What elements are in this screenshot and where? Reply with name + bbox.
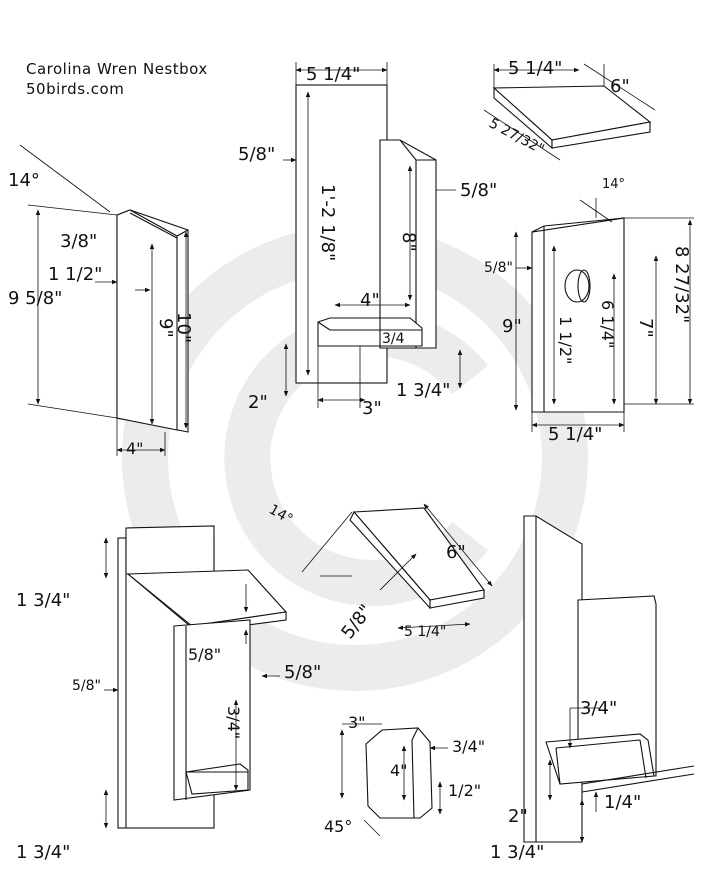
side-back-height-label: 9 5/8" — [8, 288, 62, 309]
back-floor-width-label: 4" — [360, 290, 380, 311]
side-depth-label: 4" — [126, 439, 144, 458]
side-hole-offset-label: 1 1/2" — [48, 264, 102, 285]
front-bottom-height-label: 9" — [502, 316, 522, 337]
assembled-roof-thickness-label: 5/8" — [188, 645, 221, 664]
roof-width-label: 5 1/4" — [508, 58, 562, 79]
back-length-label: 1'-2 1/8" — [317, 184, 338, 261]
back-piece-view — [283, 62, 463, 408]
roof-perspective-thickness-label: 5/8" — [337, 601, 376, 643]
drawing-title: Carolina Wren Nestbox — [26, 60, 208, 78]
floor-depth-label: 3" — [348, 713, 366, 732]
front-angle-label: 14° — [602, 177, 625, 192]
front-hole-to-top-label: 6 1/4" — [598, 300, 617, 348]
side-front-height-label: 10" — [173, 312, 194, 343]
back-floor-rise-label: 1 3/4" — [396, 380, 450, 401]
front-piece-view — [513, 198, 694, 432]
assembled-back-thickness-label: 1/4" — [604, 792, 641, 813]
back-width-label: 5 1/4" — [306, 64, 360, 85]
assembled-back-floor-label: 3/4" — [580, 698, 617, 719]
roof-perspective-depth-label: 6" — [446, 542, 466, 563]
assembled-back-bottom-label: 1 3/4" — [490, 842, 544, 863]
floor-cut-angle-label: 45° — [324, 817, 352, 836]
drawing-subtitle: 50birds.com — [26, 80, 124, 98]
floor-piece-view — [339, 723, 448, 837]
back-thickness-right-label: 5/8" — [460, 180, 497, 201]
front-inner-label: 7" — [635, 318, 656, 338]
assembled-left-thickness-label: 5/8" — [72, 678, 101, 694]
roof-perspective-width-label: 5 1/4" — [404, 624, 446, 640]
floor-thickness-label: 3/4" — [452, 737, 485, 756]
back-floor-label: 3/4 — [382, 331, 405, 347]
front-width-label: 5 1/4" — [548, 424, 602, 445]
roof-piece-view — [483, 63, 656, 161]
side-top-offset-label: 3/8" — [60, 231, 97, 252]
assembled-floor-height-label: 3/4" — [224, 706, 243, 739]
front-total-height-label: 8 27/32" — [671, 246, 692, 323]
side-angle-label: 14° — [8, 170, 40, 191]
assembled-front-view — [103, 525, 288, 829]
floor-height-label: 4" — [390, 761, 408, 780]
assembled-back-offset-label: 2" — [508, 806, 528, 827]
side-inner-height-label: 9" — [155, 318, 176, 338]
back-floor-depth-label: 3" — [362, 398, 382, 419]
assembled-back-view — [523, 515, 695, 843]
back-floor-offset-label: 2" — [248, 392, 268, 413]
back-thickness-left-label: 5/8" — [238, 144, 275, 165]
assembled-bottom-overhang-label: 1 3/4" — [16, 842, 70, 863]
side-view — [19, 144, 189, 456]
front-hole-inset-label: 5/8" — [484, 260, 513, 276]
assembled-top-overhang-label: 1 3/4" — [16, 590, 70, 611]
roof-perspective-view — [301, 503, 493, 630]
back-side-height-label: 8" — [398, 232, 419, 252]
front-hole-drop-label: 1 1/2" — [556, 316, 575, 364]
floor-corner-label: 1/2" — [448, 781, 481, 800]
assembled-right-thickness-label: 5/8" — [284, 662, 321, 683]
roof-depth-label: 6" — [610, 76, 630, 97]
